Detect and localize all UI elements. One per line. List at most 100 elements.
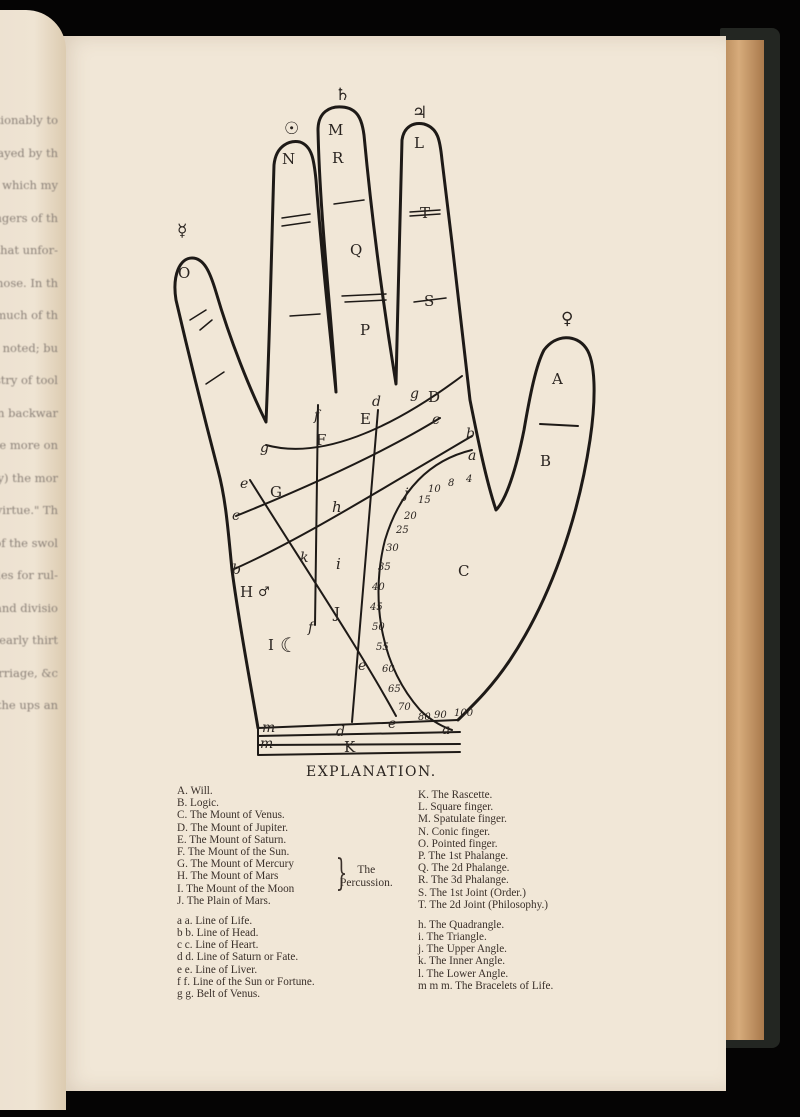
explanation-entry: l. The Lower Angle. bbox=[418, 967, 509, 980]
line-label: e bbox=[358, 658, 366, 674]
percussion-label-line: The bbox=[357, 864, 376, 876]
line-label: c bbox=[432, 412, 440, 428]
finger-label: T bbox=[420, 204, 430, 222]
line-label: a bbox=[442, 722, 450, 738]
explanation-entry: k. The Inner Angle. bbox=[418, 955, 506, 968]
finger-label: O bbox=[178, 264, 190, 282]
explanation-entry: N. Conic finger. bbox=[418, 825, 491, 838]
left-page-text-line: betrayed by th bbox=[0, 145, 58, 160]
age-marker: 70 bbox=[398, 702, 411, 713]
palm-label: C bbox=[458, 562, 469, 580]
explanation-entry: F. The Mount of the Sun. bbox=[177, 845, 290, 858]
age-marker: 65 bbox=[388, 684, 401, 695]
explanation-entry: C. The Mount of Venus. bbox=[177, 809, 285, 822]
palm-label: F bbox=[316, 431, 326, 449]
explanation-title: EXPLANATION. bbox=[306, 764, 437, 780]
explanation-entry: L. Square finger. bbox=[418, 801, 494, 814]
explanation-entry: G. The Mount of Mercury bbox=[177, 858, 294, 871]
explanation-entry: K. The Rascette. bbox=[418, 789, 493, 801]
rascette bbox=[257, 719, 461, 756]
age-marker: 15 bbox=[418, 495, 431, 506]
explanation-entry: O. Pointed finger. bbox=[418, 837, 498, 850]
page-edges bbox=[722, 40, 764, 1040]
left-page-text-line: of which my bbox=[0, 178, 58, 192]
age-marker: 4 bbox=[465, 474, 472, 485]
left-page-text-line: to virtue." Th bbox=[0, 503, 58, 517]
line-of-sun bbox=[314, 404, 319, 626]
planet-symbol-icon: ♃ bbox=[412, 103, 427, 123]
planet-symbol-icon: ☿ bbox=[177, 221, 187, 241]
left-page-text-line: to that unfor- bbox=[0, 243, 58, 257]
left-page-text-line: nd much of th bbox=[0, 308, 58, 322]
explanation-entry: m m m. The Bracelets of Life. bbox=[418, 979, 554, 992]
palm-label: K bbox=[344, 738, 356, 756]
line-label: e bbox=[388, 716, 396, 732]
joints bbox=[189, 199, 447, 385]
line-label: f bbox=[307, 620, 316, 636]
line-of-heart bbox=[235, 417, 441, 517]
age-marker: 10 bbox=[428, 484, 441, 495]
age-marker: 20 bbox=[403, 511, 417, 522]
hand-outline bbox=[173, 105, 596, 730]
age-marker: 80 bbox=[418, 712, 431, 723]
age-marker: 25 bbox=[395, 525, 409, 536]
finger-label: S bbox=[424, 292, 434, 310]
mars-symbol-icon: ♂ bbox=[258, 585, 270, 600]
left-page-text-line: e dry) the mor bbox=[0, 470, 58, 485]
finger-label: L bbox=[414, 134, 424, 152]
age-marker: 90 bbox=[434, 710, 447, 721]
explanation-entry: Q. The 2d Phalange. bbox=[418, 862, 510, 875]
explanation-entry: R. The 3d Phalange. bbox=[418, 874, 509, 887]
explanation-entry: c c. Line of Heart. bbox=[177, 939, 259, 952]
line-label: b bbox=[466, 426, 475, 442]
planet-symbol-icon: ♀ bbox=[561, 309, 573, 329]
left-page-text-line: questionably to bbox=[0, 113, 58, 127]
age-marker: 50 bbox=[372, 622, 385, 633]
age-marker: 45 bbox=[369, 602, 383, 613]
explanation-entry: S. The 1st Joint (Order.) bbox=[418, 886, 526, 899]
age-marker: 100 bbox=[454, 708, 474, 719]
left-page-text-line: th, marriage, &c bbox=[0, 665, 58, 680]
line-of-life bbox=[377, 449, 473, 731]
palm-label: H bbox=[240, 583, 253, 601]
explanation-entry: j. The Upper Angle. bbox=[418, 943, 507, 956]
finger-label: R bbox=[332, 149, 344, 167]
left-page-text-line: o be noted; bu bbox=[0, 340, 58, 355]
line-label: d bbox=[336, 724, 345, 740]
palm-label: E bbox=[360, 410, 371, 428]
left-page-text-line: ed to nearly thirt bbox=[0, 633, 58, 647]
finger-label: Q bbox=[350, 241, 362, 259]
explanation-left-column: A. Will.B. Logic.C. The Mount of Venus.D… bbox=[177, 785, 315, 1000]
age-marker: 40 bbox=[371, 582, 385, 593]
explanation-entry: B. Logic. bbox=[177, 797, 219, 810]
explanation-entry: M. Spatulate finger. bbox=[418, 813, 507, 826]
line-label: d bbox=[372, 394, 381, 410]
percussion-label-line: Percussion. bbox=[340, 877, 393, 889]
percussion-label: The Percussion. bbox=[340, 864, 393, 890]
explanation-entry: g g. Belt of Venus. bbox=[177, 988, 261, 1000]
palm-label: I bbox=[268, 636, 274, 654]
age-marker: 35 bbox=[378, 562, 391, 573]
left-page-text-line: d nose. In th bbox=[0, 275, 58, 290]
finger-label: N bbox=[282, 150, 295, 168]
explanation-entry: I. The Mount of the Moon bbox=[177, 882, 295, 895]
palm-label: D bbox=[428, 388, 440, 406]
explanation-entry: f f. Line of the Sun or Fortune. bbox=[177, 975, 315, 988]
line-of-liver bbox=[249, 479, 397, 717]
explanation-entry: i. The Triangle. bbox=[418, 931, 487, 944]
age-marker: 8 bbox=[448, 478, 454, 489]
explanation-entry: T. The 2d Joint (Philosophy.) bbox=[418, 898, 548, 911]
finger-label: A bbox=[551, 370, 563, 388]
explanation-entry: J. The Plain of Mars. bbox=[177, 894, 271, 907]
explanation-entry: P. The 1st Phalange. bbox=[418, 849, 509, 862]
line-label: k bbox=[300, 550, 308, 566]
explanation-entry: b b. Line of Head. bbox=[177, 927, 259, 940]
line-label: m bbox=[262, 720, 275, 736]
left-page-text-line: ed, all the ups an bbox=[0, 698, 58, 712]
left-page-text-line: mber of the swol bbox=[0, 535, 58, 550]
line-label: b bbox=[232, 562, 241, 578]
explanation-entry: A. Will. bbox=[177, 785, 213, 797]
explanation-entry: h. The Quadrangle. bbox=[418, 918, 505, 931]
line-label: c bbox=[232, 508, 240, 524]
